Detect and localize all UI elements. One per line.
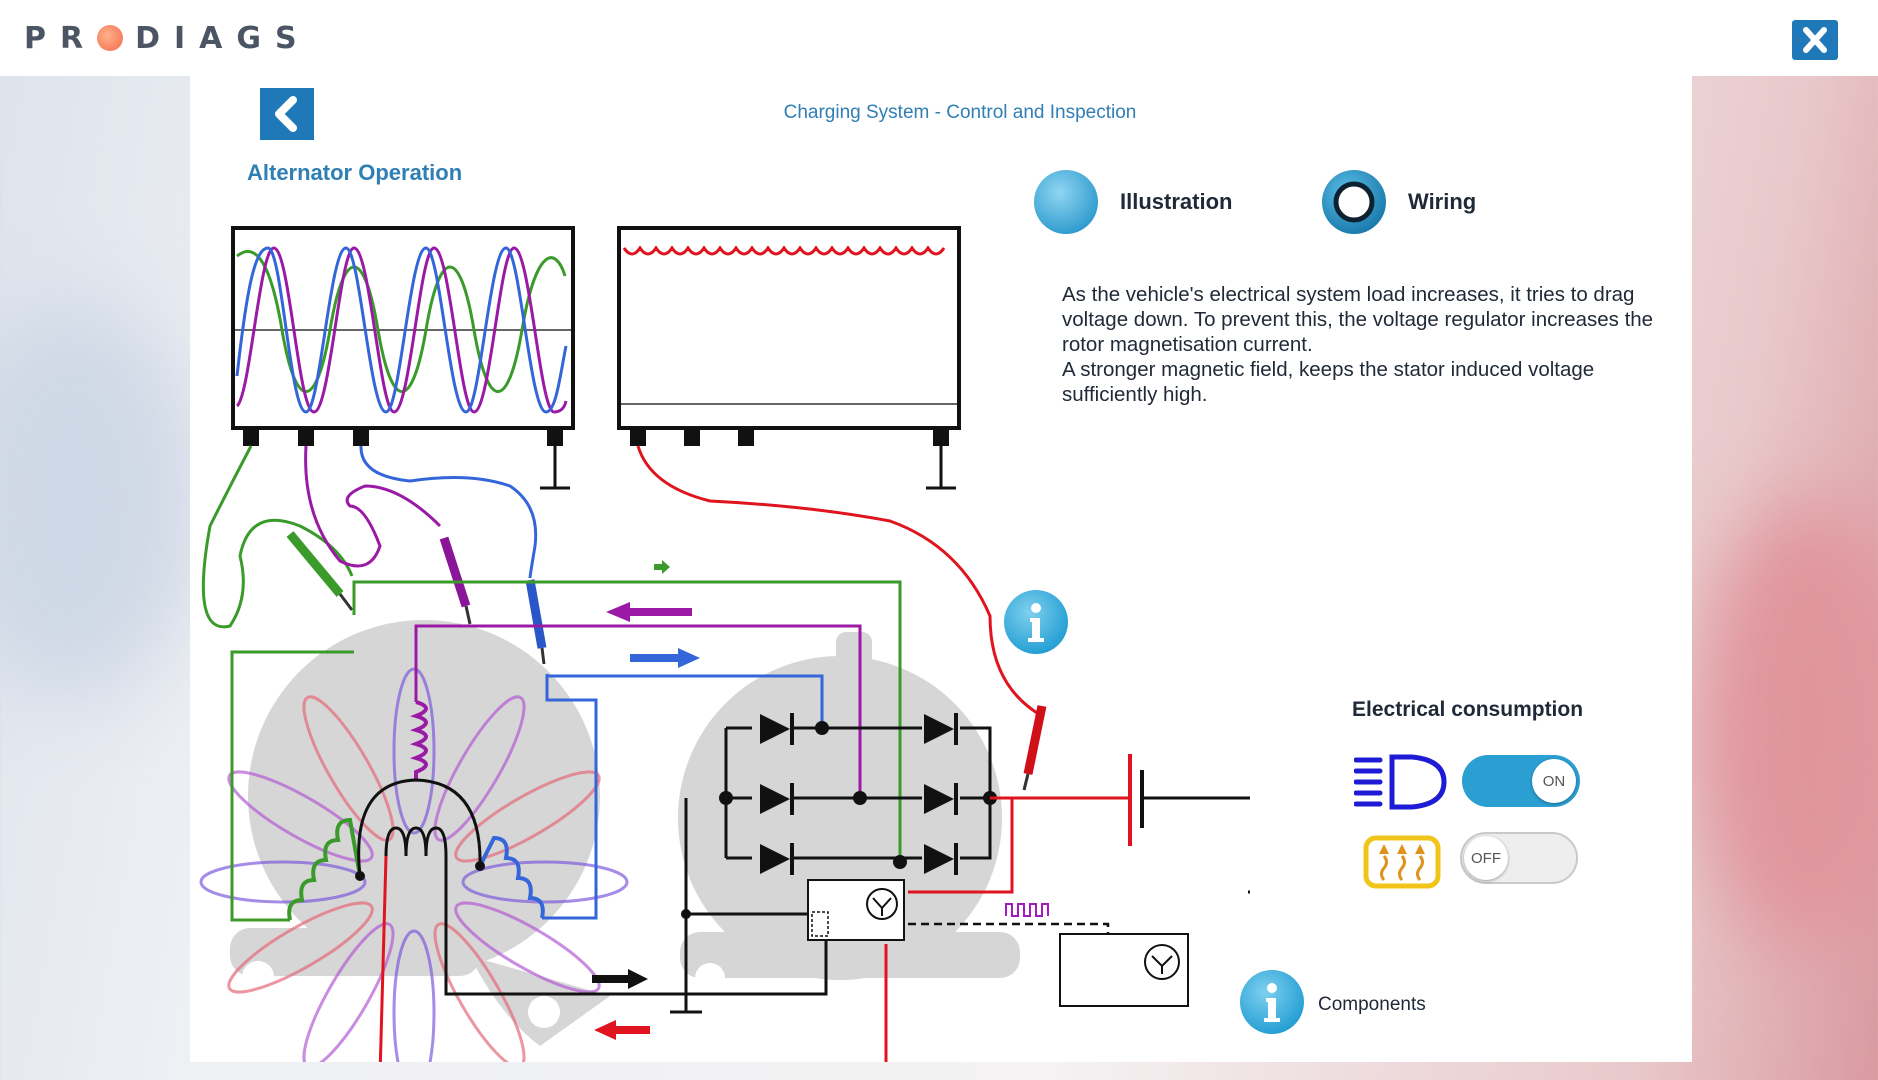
ripple-wave-red	[622, 245, 946, 256]
stator-field-petals	[199, 667, 629, 1062]
phase-wave-blue	[235, 246, 568, 414]
alternator-wiring-diagram	[199, 226, 1250, 1062]
probe-cable-blue	[359, 445, 538, 579]
housing-hole	[695, 963, 725, 993]
top-bar: PR DIAGS	[0, 0, 1878, 76]
close-button[interactable]	[1792, 20, 1838, 60]
toggle-knob-off: OFF	[1464, 836, 1508, 880]
headlight-toggle[interactable]: ON	[1462, 755, 1580, 807]
chevron-left-icon	[275, 96, 297, 132]
stator-coil-blue	[478, 835, 545, 919]
info-button-components[interactable]	[1240, 970, 1304, 1034]
oscilloscope-dc-ripple	[617, 226, 961, 490]
back-button[interactable]	[260, 88, 314, 140]
pwm-signal-icon	[1005, 903, 1049, 917]
oscilloscope-3-phase	[231, 226, 575, 490]
radio-selected-icon	[1322, 170, 1386, 234]
toggle-knob-on: ON	[1532, 759, 1576, 803]
probe-purple	[439, 536, 472, 625]
probe-green	[286, 531, 354, 611]
info-icon	[1264, 983, 1280, 1022]
arrow-blue-right	[630, 648, 700, 668]
logo-text-left: PR	[24, 20, 98, 56]
rear-defroster-icon	[1363, 835, 1441, 889]
radio-illustration-label: Illustration	[1120, 189, 1233, 214]
arrow-red-left	[594, 1020, 650, 1040]
probe-blue	[525, 579, 547, 665]
arrow-black-right	[592, 969, 648, 989]
housing-hole	[979, 995, 1009, 1025]
housing-hole	[528, 996, 560, 1028]
wire-phase-blue	[542, 674, 824, 920]
regulator-signal-line	[908, 922, 1110, 934]
rotor-winding	[357, 778, 482, 877]
wire-phase-green	[230, 580, 902, 922]
description-paragraph-1: As the vehicle's electrical system load …	[1062, 283, 1654, 356]
background-glow-right	[1700, 500, 1878, 950]
phase-wave-purple	[235, 246, 568, 414]
logo-text-right: DIAGS	[135, 20, 311, 56]
info-icon	[1028, 603, 1044, 642]
probe-cable-red	[636, 445, 1043, 718]
description-paragraph-2: A stronger magnetic field, keeps the sta…	[1062, 358, 1595, 406]
wire-bplus-red	[908, 796, 1130, 894]
rectifier-diodes	[760, 713, 958, 875]
arrow-green-right	[654, 560, 670, 574]
rear-defroster-toggle[interactable]: OFF	[1460, 832, 1578, 884]
battery-symbol	[1128, 754, 1250, 894]
page-title: Charging System - Control and Inspection	[783, 102, 1137, 123]
radio-unselected-icon	[1034, 170, 1098, 234]
wire-phase-purple	[414, 624, 862, 798]
arrow-purple-left	[606, 602, 692, 622]
close-icon	[1803, 27, 1827, 53]
probe-cable-green	[201, 445, 354, 629]
radio-illustration[interactable]: Illustration	[1032, 168, 1232, 236]
rotor-lead-red	[378, 855, 888, 1062]
info-button-diagram[interactable]	[1004, 590, 1068, 654]
probe-cable-purple	[304, 445, 442, 568]
probe-red	[1022, 705, 1047, 791]
content-panel: Charging System - Control and Inspection…	[190, 76, 1692, 1062]
ecu-module	[1059, 933, 1189, 1007]
logo-dot-icon	[97, 25, 124, 51]
rotor-lead-black	[444, 856, 828, 996]
description-text: As the vehicle's electrical system load …	[1062, 282, 1662, 407]
radio-wiring-label: Wiring	[1408, 189, 1477, 214]
rotor-coil	[384, 826, 448, 857]
alternator-housing-right	[678, 632, 1020, 980]
radio-wiring[interactable]: Wiring	[1320, 168, 1476, 236]
stator-coil-green	[287, 817, 362, 921]
stator-coil-purple	[409, 700, 428, 780]
components-label: Components	[1318, 994, 1426, 1015]
electrical-consumption-title: Electrical consumption	[1352, 698, 1584, 721]
prodiags-logo: PR DIAGS	[24, 18, 311, 58]
headlight-icon	[1354, 754, 1447, 810]
background-glow-left	[0, 300, 200, 700]
section-title: Alternator Operation	[247, 160, 463, 185]
voltage-regulator	[807, 879, 905, 941]
